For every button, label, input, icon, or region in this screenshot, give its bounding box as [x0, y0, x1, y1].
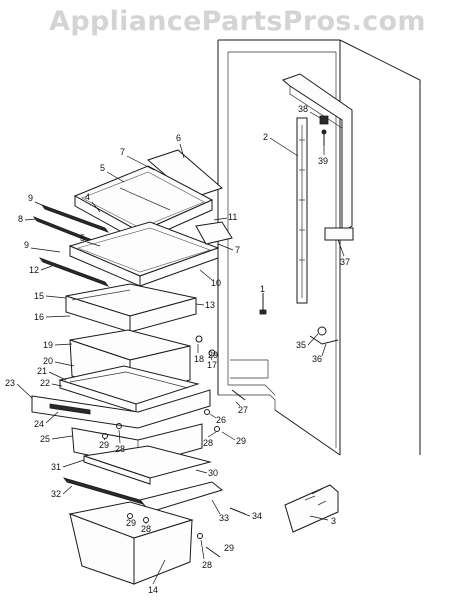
callout-13: 13: [205, 300, 215, 310]
callout-27: 27: [238, 405, 248, 415]
part-35-36: [309, 326, 339, 345]
callouts: 1 2 3 4 5 5 6 7 7 8 9 9 10 11 12 13 14 1…: [5, 104, 350, 595]
callout-28d: 28: [202, 560, 212, 570]
crisper-cover-upper: [65, 283, 197, 333]
callout-28b: 28: [203, 438, 213, 448]
callout-29c: 29: [126, 518, 136, 528]
lower-cover-assembly: [62, 445, 224, 513]
callout-32: 32: [51, 489, 61, 499]
callout-11: 11: [228, 212, 237, 222]
part-37-trim: [282, 73, 354, 241]
callout-25: 25: [40, 434, 50, 444]
callout-29b: 29: [236, 436, 246, 446]
callout-3: 3: [331, 516, 336, 526]
callout-5a: 5: [100, 163, 105, 173]
callout-12: 12: [29, 265, 39, 275]
callout-21: 21: [37, 366, 47, 376]
callout-20: 20: [43, 356, 53, 366]
callout-29e: 29: [208, 350, 218, 360]
callout-7a: 7: [120, 147, 125, 157]
part-3-panel: [284, 484, 339, 533]
callout-33: 33: [219, 513, 229, 523]
callout-18: 18: [194, 354, 204, 364]
callout-2: 2: [263, 132, 268, 142]
callout-7b: 7: [235, 245, 240, 255]
drawer-front: [31, 389, 211, 429]
callout-26: 26: [216, 415, 226, 425]
callout-24: 24: [34, 419, 44, 429]
middle-shelf-assembly: [38, 221, 233, 287]
callout-39: 39: [318, 156, 328, 166]
callout-38: 38: [298, 104, 308, 114]
callout-9b: 9: [24, 240, 29, 250]
part-2-rail: [296, 117, 308, 304]
watermark: AppliancePartsPros.com: [49, 6, 426, 37]
callout-23: 23: [5, 378, 15, 388]
callout-19: 19: [43, 340, 53, 350]
callout-10: 10: [211, 278, 221, 288]
callout-9a: 9: [28, 193, 33, 203]
callout-37: 37: [340, 257, 350, 267]
shelf-trims-upper: [32, 204, 110, 248]
callout-28c: 28: [141, 524, 151, 534]
callout-8: 8: [18, 214, 23, 224]
bottom-drawer-14: [68, 501, 194, 585]
callout-14: 14: [148, 585, 158, 595]
callout-16: 16: [34, 312, 44, 322]
callout-34: 34: [252, 511, 262, 521]
callout-35: 35: [296, 340, 306, 350]
callout-17: 17: [207, 360, 217, 370]
callout-4: 4: [85, 192, 90, 202]
callout-29d: 29: [224, 543, 234, 553]
part-38-39: [319, 115, 329, 146]
callout-36: 36: [312, 354, 322, 364]
callout-15: 15: [34, 291, 44, 301]
callout-29a: 29: [99, 440, 109, 450]
callout-28a: 28: [115, 444, 125, 454]
callout-1: 1: [260, 284, 265, 294]
part-1-screw: [259, 293, 267, 315]
callout-22: 22: [40, 378, 50, 388]
callout-5b: 5: [80, 233, 85, 243]
callout-6: 6: [176, 133, 181, 143]
callout-30: 30: [208, 468, 218, 478]
callout-31: 31: [51, 462, 61, 472]
